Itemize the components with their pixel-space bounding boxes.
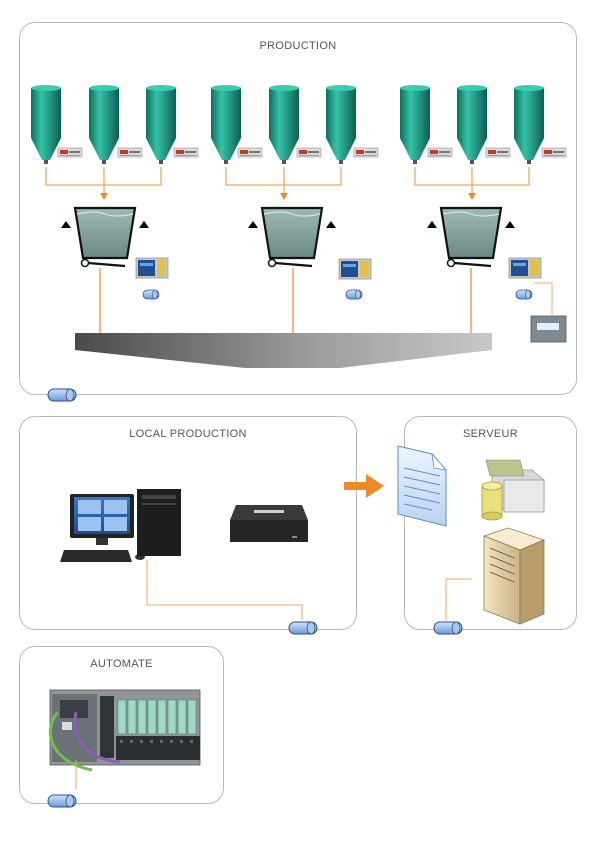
silo-icon: [31, 85, 61, 164]
server-link-line: [445, 578, 472, 621]
feed-arrowheads: [100, 193, 476, 200]
weigh-hopper-icon: [246, 206, 338, 268]
silo-icon: [89, 85, 119, 164]
silo-icon: [457, 85, 487, 164]
network-connector-icon: [288, 621, 318, 635]
weight-indicator-icon: [296, 147, 322, 158]
weight-indicator-icon: [117, 147, 143, 158]
server-icon: [482, 527, 546, 625]
pc-link-line: [146, 560, 303, 620]
network-connector-icon: [345, 289, 363, 300]
terminal-link-line: [534, 282, 553, 315]
printer-icon: [230, 505, 308, 542]
weight-indicator-icon: [541, 147, 567, 158]
silo-group-2: [211, 85, 379, 164]
silo-group-3: [400, 85, 567, 164]
silo-icon: [514, 85, 544, 164]
weight-indicator-icon: [353, 147, 379, 158]
discharge-lines: [99, 268, 472, 333]
local-production-title: LOCAL PRODUCTION: [129, 428, 247, 440]
weight-indicator-icon: [173, 147, 199, 158]
network-connector-icon: [47, 388, 77, 402]
control-box-icon: [530, 315, 567, 343]
production-title: PRODUCTION: [259, 40, 337, 52]
silo-icon: [326, 85, 356, 164]
collector-conveyor-icon: [75, 333, 492, 368]
silo-icon: [400, 85, 430, 164]
terminal-icon: [135, 257, 169, 279]
document-icon: [397, 445, 448, 527]
weight-indicator-icon: [57, 147, 83, 158]
network-connector-icon: [47, 794, 77, 808]
weight-indicator-icon: [485, 147, 511, 158]
silo-icon: [269, 85, 299, 164]
network-connector-icon: [515, 289, 533, 300]
weight-indicator-icon: [237, 147, 263, 158]
plc-icon: [48, 689, 201, 772]
automate-title: AUTOMATE: [90, 658, 153, 670]
network-connector-icon: [433, 621, 463, 635]
serveur-title: SERVEUR: [462, 428, 519, 440]
desktop-computer-icon: [60, 489, 181, 562]
network-connector-icon: [142, 289, 160, 300]
silo-icon: [211, 85, 241, 164]
arrow-right-icon: [344, 474, 384, 498]
silo-feed-lines: [45, 167, 530, 195]
database-icon: [481, 459, 545, 521]
silo-icon: [146, 85, 176, 164]
terminal-icon: [508, 257, 542, 279]
terminal-icon: [338, 258, 372, 280]
silo-group-1: [31, 85, 199, 164]
weight-indicator-icon: [427, 147, 453, 158]
weigh-hopper-icon: [425, 206, 517, 268]
